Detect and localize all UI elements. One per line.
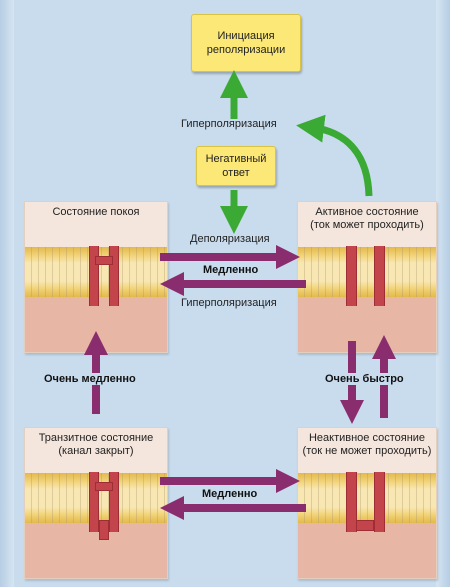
channel-left-subunit [346,246,357,306]
channel-left-subunit [346,472,357,532]
inactivation-gate [99,520,109,540]
transient-state-label: Транзитное состояние (канал закрыт) [38,432,154,457]
inactivation-gate-plug [356,520,374,531]
slowly-top-label: Медленно [200,264,262,276]
inactive-state-panel: Неактивное состояние (ток не может прохо… [297,427,437,579]
resting-state-label: Состояние покоя [52,206,140,218]
activation-gate-closed [95,256,113,265]
channel-right-subunit [374,472,385,532]
inactive-state-label: Неактивное состояние (ток не может прохо… [302,432,432,457]
initiation-text: Инициация реполяризации [206,30,286,56]
slowly-bottom-label: Медленно [199,488,261,500]
very-fast-label: Очень быстро [322,373,407,385]
page-edge-left [0,0,14,587]
active-state-label: Активное состояние (ток может проходить) [310,206,424,231]
hyperpolarization-mid-label: Гиперполяризация [181,297,277,309]
activation-gate-closed [95,482,113,491]
negative-response-box: Негативный ответ [196,146,276,186]
hyperpolarization-top-label: Гиперполяризация [181,118,277,130]
active-state-panel: Активное состояние (ток может проходить) [297,201,437,353]
depolarization-label: Деполяризация [190,233,270,245]
channel-left-subunit [89,472,99,532]
channel-left-subunit [89,246,99,306]
channel-right-subunit [109,472,119,532]
channel-right-subunit [109,246,119,306]
arrow-curved-hyperpolarization [296,114,373,197]
very-slowly-label: Очень медленно [41,373,139,385]
negative-response-text: Негативный ответ [205,153,267,179]
transient-state-panel: Транзитное состояние (канал закрыт) [24,427,168,579]
channel-right-subunit [374,246,385,306]
